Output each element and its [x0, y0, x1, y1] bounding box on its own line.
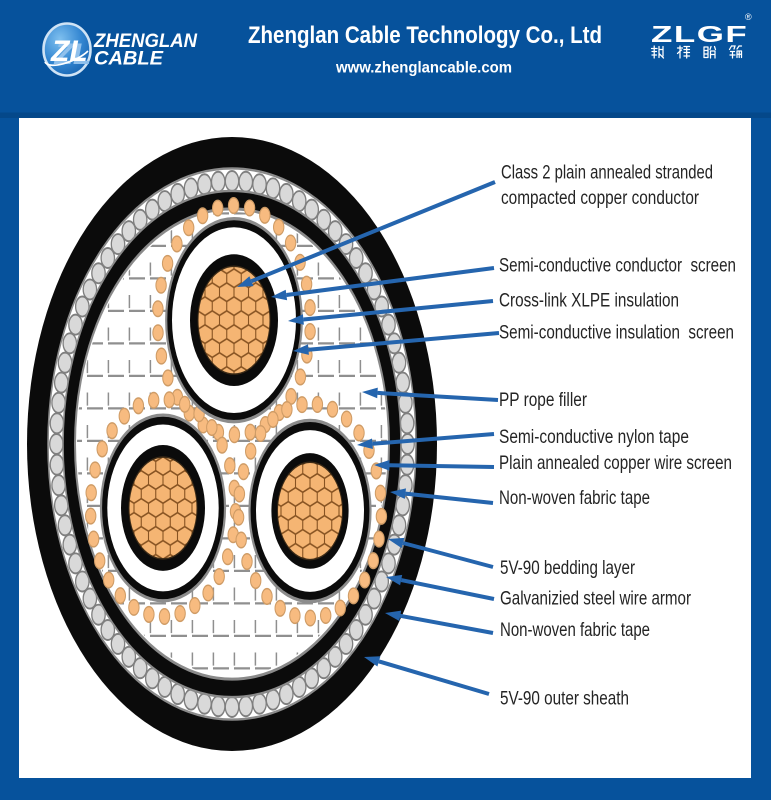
svg-text:PP rope filler: PP rope filler [499, 389, 587, 411]
svg-text:ZHENGLAN: ZHENGLAN [93, 30, 198, 52]
svg-text:ZL: ZL [50, 35, 88, 68]
svg-text:CABLE: CABLE [94, 48, 164, 70]
svg-text:Semi-conductive conductor scr: Semi-conductive conductor screen [499, 255, 736, 277]
svg-text:Zhenglan Cable Technology Co.,: Zhenglan Cable Technology Co., Ltd [248, 22, 602, 49]
svg-text:5V-90 bedding layer: 5V-90 bedding layer [500, 557, 635, 579]
svg-text:Semi-conductive nylon tape: Semi-conductive nylon tape [499, 426, 689, 448]
svg-text:ZLGF: ZLGF [651, 22, 748, 48]
svg-text:®: ® [745, 12, 752, 22]
svg-text:compacted copper conductor: compacted copper conductor [501, 187, 699, 209]
svg-text:Class 2 plain annealed strande: Class 2 plain annealed stranded [501, 162, 713, 184]
svg-text:Plain annealed copper wire scr: Plain annealed copper wire screen [499, 452, 732, 474]
svg-text:www.zhenglancable.com: www.zhenglancable.com [335, 60, 512, 77]
svg-text:Non-woven fabric tape: Non-woven fabric tape [500, 619, 650, 641]
svg-text:Non-woven fabric tape: Non-woven fabric tape [499, 487, 650, 509]
svg-text:Semi-conductive insulation sc: Semi-conductive insulation screen [499, 322, 734, 344]
svg-text:5V-90 outer sheath: 5V-90 outer sheath [500, 688, 629, 710]
svg-text:Cross-link XLPE insulation: Cross-link XLPE insulation [499, 290, 679, 312]
svg-text:Galvanizied steel wire armor: Galvanizied steel wire armor [500, 588, 691, 610]
